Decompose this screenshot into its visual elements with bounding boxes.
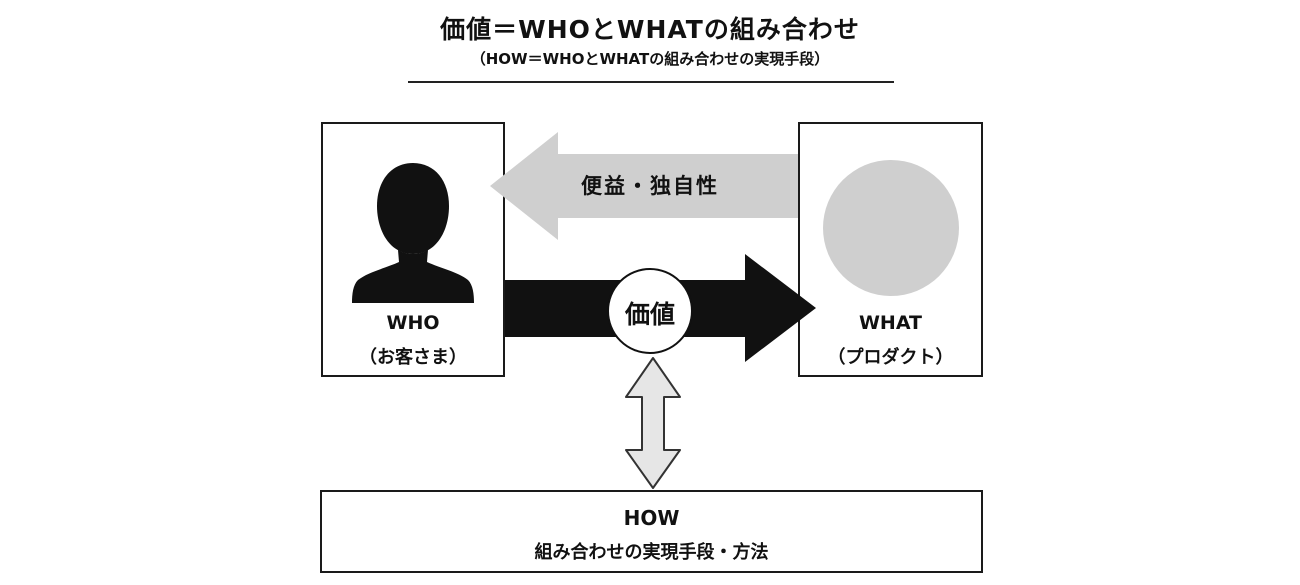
how-double-arrow — [625, 357, 681, 489]
diagram-title: 価値＝WHOとWHATの組み合わせ — [440, 15, 860, 44]
title-underline — [408, 81, 894, 83]
benefit-label: 便益・独自性 — [581, 174, 719, 198]
who-label: WHO — [386, 312, 440, 334]
how-label: HOW — [623, 506, 680, 530]
gray-circle-icon — [823, 160, 959, 296]
who-sublabel: （お客さま） — [359, 347, 467, 368]
what-sublabel: （プロダクト） — [827, 347, 954, 368]
diagram-subtitle: （HOW＝WHOとWHATの組み合わせの実現手段） — [470, 50, 830, 68]
how-sublabel: 組み合わせの実現手段・方法 — [534, 542, 769, 563]
what-label: WHAT — [858, 312, 923, 334]
benefit-arrow — [490, 132, 798, 240]
value-label: 価値 — [624, 300, 675, 329]
value-circle — [607, 268, 693, 354]
how-box: HOW 組み合わせの実現手段・方法 — [320, 490, 983, 573]
person-silhouette-icon — [352, 163, 474, 303]
